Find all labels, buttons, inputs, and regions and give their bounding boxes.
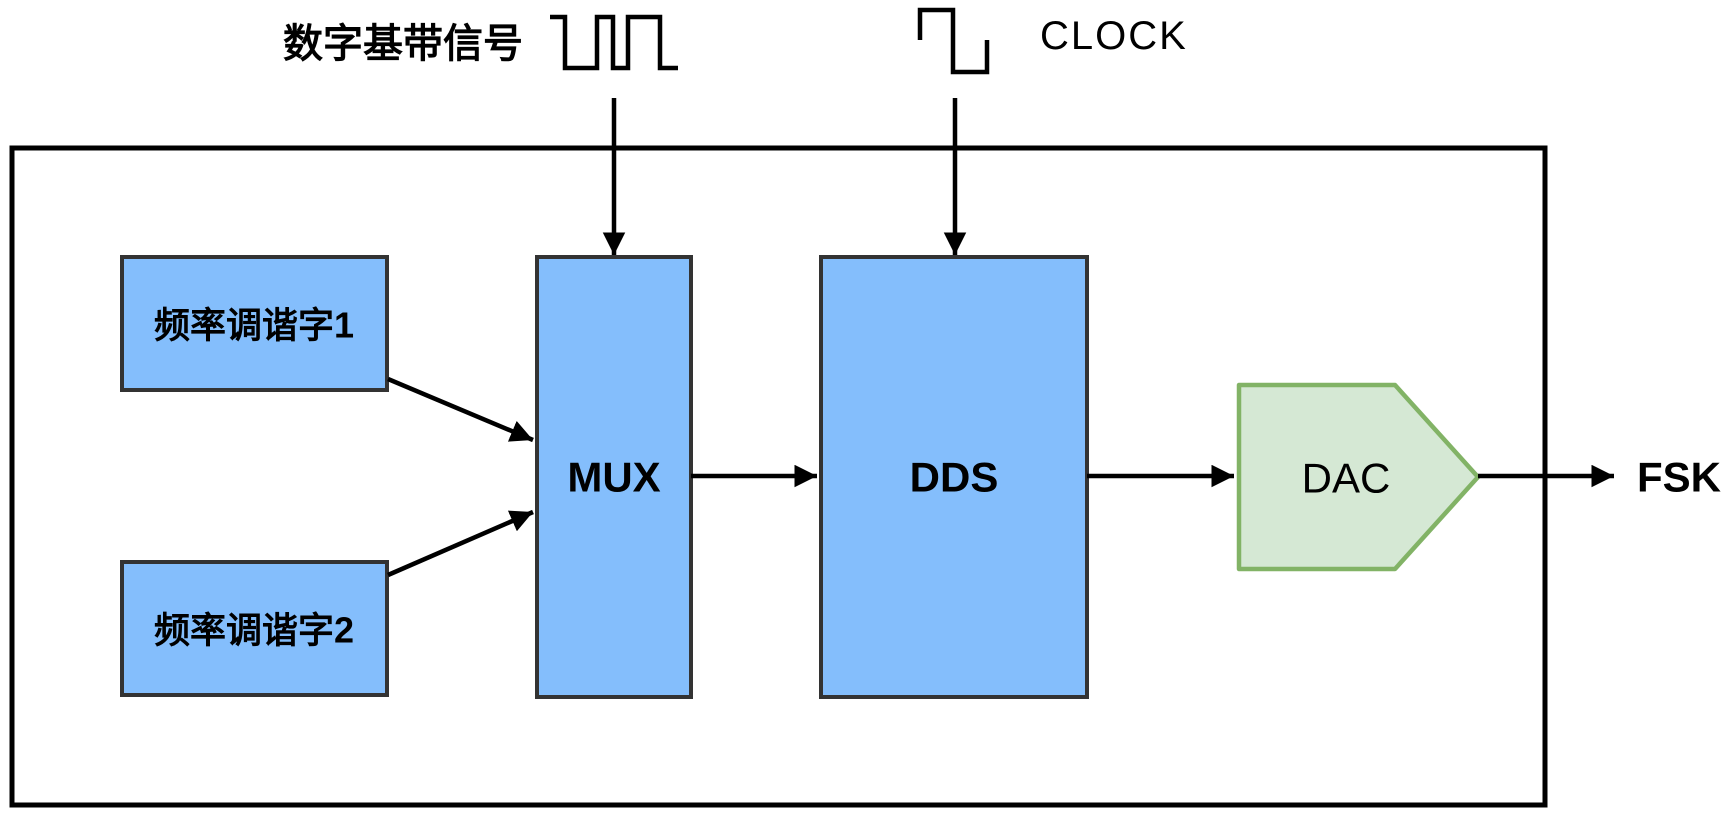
- dac-label: DAC: [1302, 455, 1391, 502]
- fsk-output-label: FSK: [1637, 454, 1721, 501]
- clock-pulse-icon: [917, 7, 990, 75]
- dds-box: [819, 255, 1089, 699]
- clock-label: CLOCK: [1040, 14, 1188, 58]
- tuning-word-2-box: [120, 560, 389, 697]
- block-tuning-word-2: 频率调谐字2: [120, 560, 389, 697]
- tuning-word-1-box: [120, 255, 389, 392]
- block-tuning-word-1: 频率调谐字1: [120, 255, 389, 392]
- square-wave-icon: [550, 14, 678, 71]
- mux-box: [535, 255, 693, 699]
- tuning-word-2-label: 频率调谐字2: [154, 610, 354, 651]
- arrow-tuning-word-1-to-mux: [387, 376, 534, 443]
- block-dac: DAC: [1236, 382, 1481, 572]
- block-mux: MUX: [535, 255, 693, 699]
- dac-pentagon: [1236, 382, 1481, 572]
- baseband-signal-label: 数字基带信号: [283, 22, 523, 66]
- tuning-word-1-label: 频率调谐字1: [154, 305, 354, 346]
- mux-label: MUX: [567, 454, 660, 501]
- block-dds: DDS: [819, 255, 1089, 699]
- dds-label: DDS: [910, 454, 999, 501]
- arrow-tuning-word-2-to-mux: [387, 509, 534, 578]
